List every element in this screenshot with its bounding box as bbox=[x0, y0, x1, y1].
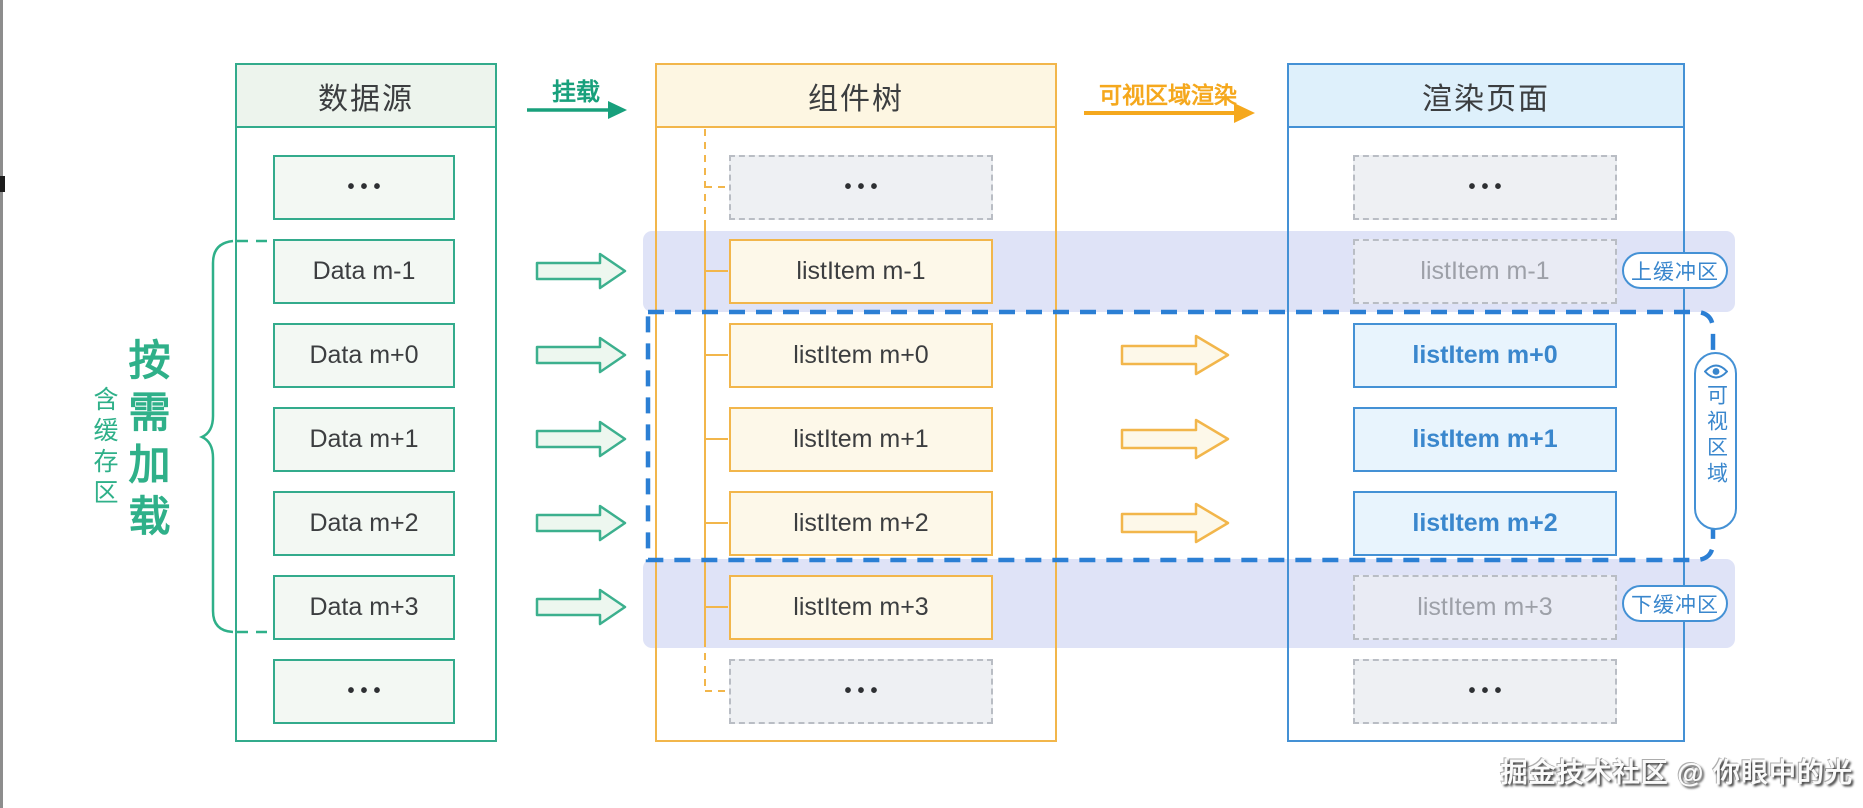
data-item-m-1: Data m-1 bbox=[273, 239, 455, 304]
mount-label: 挂载 bbox=[552, 79, 600, 106]
mount-block-arrow-m3 bbox=[535, 588, 627, 626]
tree-item-m0: listItem m+0 bbox=[729, 323, 993, 388]
mount-block-arrow-m1 bbox=[535, 420, 627, 458]
data-item-m3: Data m+3 bbox=[273, 575, 455, 640]
render-page-header: 渲染页面 bbox=[1289, 65, 1683, 128]
upper-buffer-badge: 上缓冲区 bbox=[1622, 252, 1728, 289]
mount-block-arrow-m-1 bbox=[535, 252, 627, 290]
mount-block-arrow-m0 bbox=[535, 336, 627, 374]
render-item-m1: listItem m+1 bbox=[1353, 407, 1617, 472]
render-item-m3-buffered: listItem m+3 bbox=[1353, 575, 1617, 640]
render-block-arrow-m1 bbox=[1120, 418, 1230, 460]
buffer-range-brace bbox=[198, 239, 234, 634]
tree-item-m2: listItem m+2 bbox=[729, 491, 993, 556]
eye-icon bbox=[1703, 364, 1728, 379]
render-block-arrow-m2 bbox=[1120, 502, 1230, 544]
data-source-header: 数据源 bbox=[237, 65, 495, 128]
component-tree-header: 组件树 bbox=[657, 65, 1055, 128]
data-item-m2: Data m+2 bbox=[273, 491, 455, 556]
mount-block-arrow-m2 bbox=[535, 504, 627, 542]
visible-area-badge: 可视区域 bbox=[1694, 352, 1737, 530]
visible-area-label: 可视区域 bbox=[1704, 384, 1728, 488]
render-item-m-1-buffered: listItem m-1 bbox=[1353, 239, 1617, 304]
render-block-arrow-m0 bbox=[1120, 334, 1230, 376]
watermark: 掘金技术社区 @ 你眼中的光 bbox=[1500, 758, 1853, 788]
render-item-m0: listItem m+0 bbox=[1353, 323, 1617, 388]
screen-edge-notch bbox=[0, 176, 5, 192]
data-item-m0: Data m+0 bbox=[273, 323, 455, 388]
screen-edge-strip bbox=[0, 0, 3, 808]
render-ellipsis-bottom: ••• bbox=[1353, 659, 1617, 724]
tree-item-m-1: listItem m-1 bbox=[729, 239, 993, 304]
contains-buffer-label: 含缓存区 bbox=[90, 386, 118, 510]
tree-item-m1: listItem m+1 bbox=[729, 407, 993, 472]
data-ellipsis-bottom: ••• bbox=[273, 659, 455, 724]
data-item-m1: Data m+1 bbox=[273, 407, 455, 472]
render-item-m2: listItem m+2 bbox=[1353, 491, 1617, 556]
viewport-render-label: 可视区域渲染 bbox=[1099, 82, 1237, 108]
load-on-demand-label: 按需加载 bbox=[123, 338, 170, 546]
data-source-panel: 数据源 bbox=[235, 63, 497, 742]
tree-ellipsis-top: ••• bbox=[729, 155, 993, 220]
data-ellipsis-top: ••• bbox=[273, 155, 455, 220]
tree-item-m3: listItem m+3 bbox=[729, 575, 993, 640]
tree-ellipsis-bottom: ••• bbox=[729, 659, 993, 724]
lower-buffer-badge: 下缓冲区 bbox=[1622, 585, 1728, 622]
render-ellipsis-top: ••• bbox=[1353, 155, 1617, 220]
